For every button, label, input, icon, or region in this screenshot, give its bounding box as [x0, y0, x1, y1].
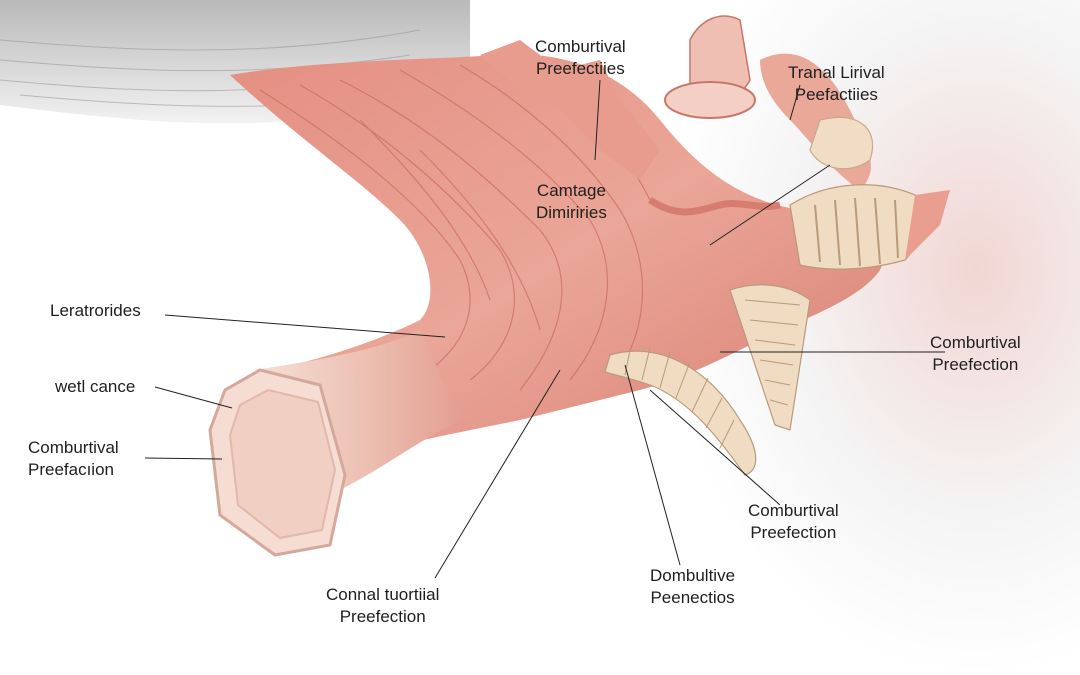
- leader-tranal-2: [709, 164, 831, 246]
- label-line: Preefection: [339, 607, 426, 626]
- label-line: Preefection: [932, 355, 1019, 374]
- label-line: Preefacıion: [28, 460, 114, 479]
- label-comburtival-top: Comburtival Preefectiies: [535, 36, 626, 80]
- label-line: Comburtival: [930, 333, 1021, 352]
- leader-dombultive: [624, 364, 681, 566]
- leader-comburtival-lower: [649, 389, 781, 506]
- leader-wetl-cance: [154, 386, 233, 409]
- ribbed-lines: [624, 347, 735, 449]
- muscle-fibers: [259, 59, 651, 391]
- label-connal: Connal tuortiial Preefection: [326, 584, 439, 628]
- label-leratrorides: Leratrorides: [50, 300, 141, 322]
- leader-comburtival-top: [594, 79, 601, 161]
- cone-cartilage: [729, 284, 811, 431]
- label-line: Tranal Lirival: [788, 63, 885, 82]
- label-line: Comburtival: [748, 501, 839, 520]
- label-line: Dombultive: [650, 566, 736, 585]
- label-camtage: Camtage Dimiriries: [536, 180, 607, 224]
- label-line: Comburtival: [535, 37, 626, 56]
- vessel-ring: [664, 81, 756, 119]
- label-tranal: Tranal Lirival Peefactiies: [788, 62, 885, 106]
- label-line: Comburtival: [28, 438, 119, 457]
- leader-tranal: [789, 84, 801, 121]
- label-line: Connal tuortiial: [326, 585, 440, 604]
- coiled-tube: [648, 197, 781, 216]
- label-comburtival-right: Comburtival Preefection: [930, 332, 1021, 376]
- leader-leratrorides: [164, 314, 446, 338]
- label-dombultive: Dombultive Peenectios: [650, 565, 735, 609]
- cartilage-rings: [789, 184, 950, 270]
- leader-lines: [144, 79, 945, 579]
- label-line: Peefactiies: [794, 85, 878, 104]
- leader-comburtival-left: [144, 457, 223, 460]
- tube-body: [255, 330, 460, 490]
- tube-lumen: [228, 388, 337, 540]
- cartilage-loop: [809, 116, 874, 170]
- label-comburtival-lower: Comburtival Preefection: [748, 500, 839, 544]
- leader-connal: [434, 369, 561, 579]
- label-comburtival-left: Comburtival Preefacıion: [28, 437, 119, 481]
- label-line: Peenectios: [650, 588, 735, 607]
- label-line: Preefectiies: [535, 59, 625, 78]
- label-wetl-cance: wetl cance: [55, 376, 135, 398]
- upper-branch: [480, 40, 660, 180]
- label-line: Dimiriries: [536, 203, 607, 222]
- label-line: wetl cance: [55, 377, 136, 396]
- cone-ridges: [744, 299, 801, 406]
- label-line: Preefection: [750, 523, 837, 542]
- ribbed-structure: [604, 350, 757, 476]
- label-line: Camtage: [536, 181, 606, 200]
- label-line: Leratrorides: [50, 301, 141, 320]
